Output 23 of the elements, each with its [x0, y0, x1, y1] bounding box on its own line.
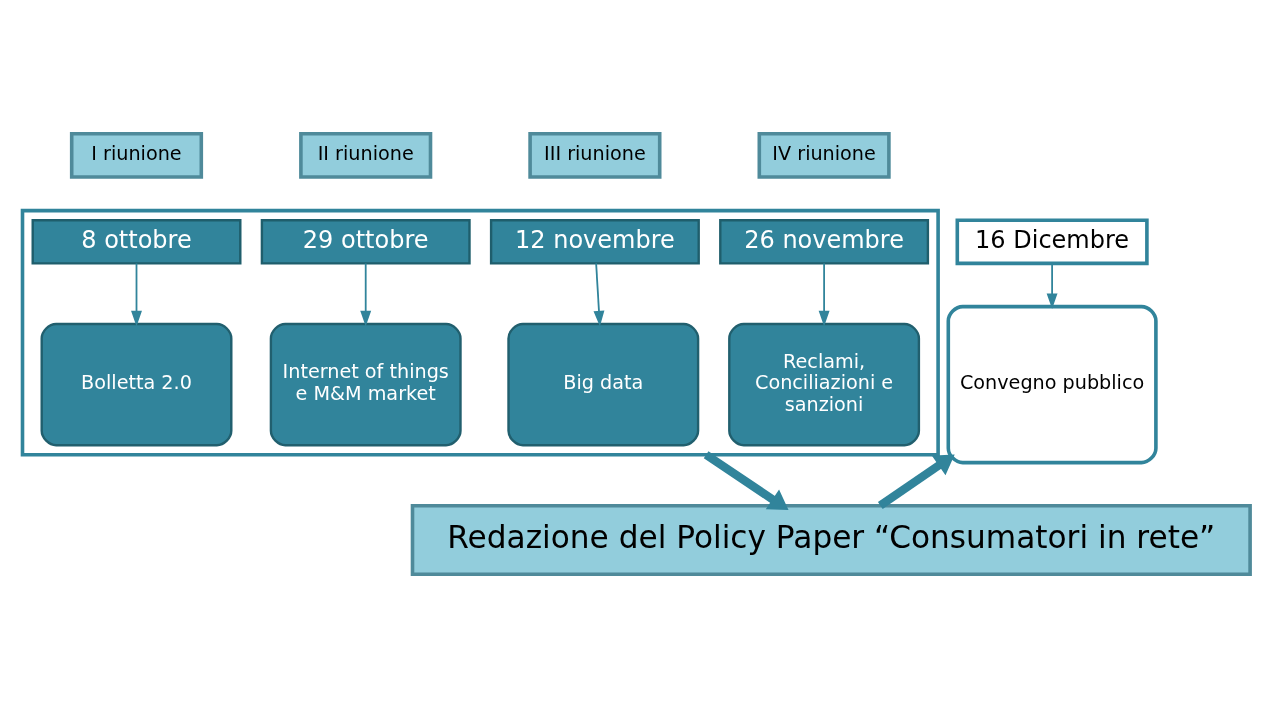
arrow [818, 262, 830, 327]
arrow [360, 262, 372, 327]
node-box: 8 ottobre [31, 219, 242, 265]
node-box: 12 novembre [489, 219, 700, 265]
arrow [877, 454, 955, 510]
arrow [593, 262, 605, 327]
cluster [20, 208, 940, 457]
node-box: Big data [507, 322, 700, 447]
node-box: Internet of things e M&M market [269, 322, 462, 447]
arrow [1046, 262, 1058, 310]
node-box: Reclami, Conciliazioni e sanzioni [728, 322, 921, 447]
node-box: Convegno pubblico [946, 304, 1158, 465]
node-box: 16 Dicembre [955, 218, 1149, 266]
node-box: Bolletta 2.0 [40, 322, 233, 447]
arrow [131, 262, 142, 327]
node-box: II riunione [299, 132, 433, 179]
node-box: IV riunione [757, 132, 891, 179]
node-box: 26 novembre [719, 219, 930, 265]
node-box: I riunione [69, 132, 204, 179]
node-box: Redazione del Policy Paper “Consumatori in rete” [410, 504, 1252, 576]
node-box: 29 ottobre [260, 219, 471, 265]
node-box: III riunione [528, 132, 662, 179]
arrow [703, 451, 789, 511]
